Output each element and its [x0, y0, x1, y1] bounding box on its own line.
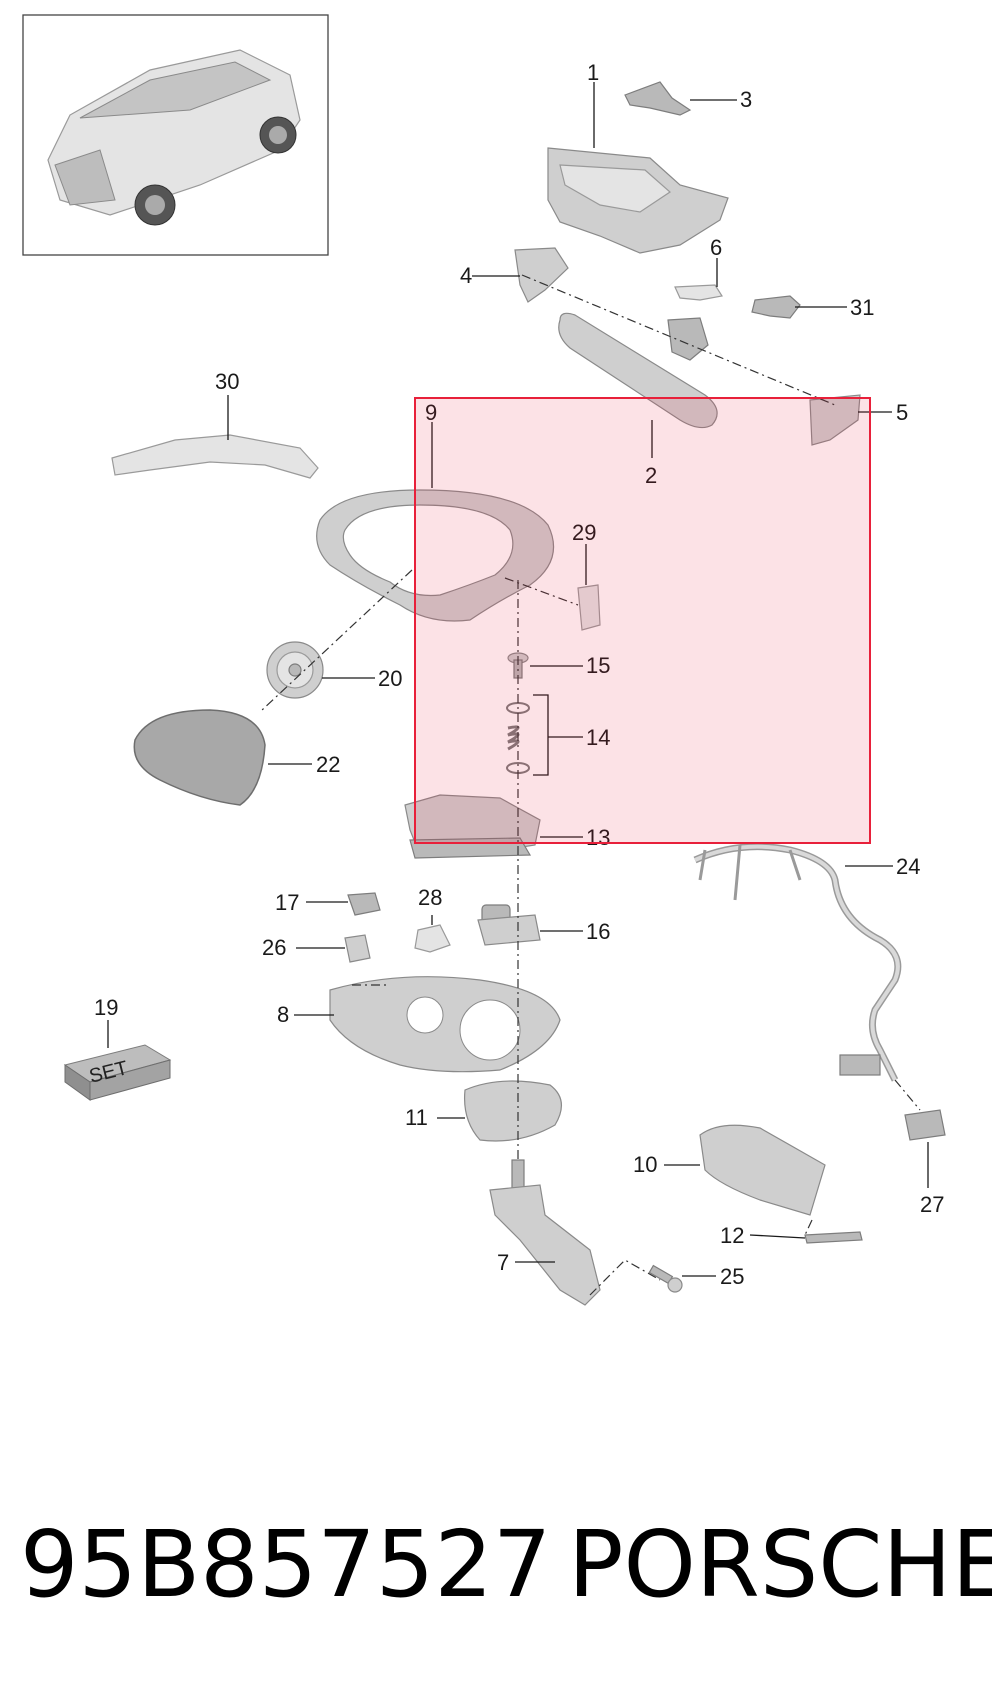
callout-22: 22: [316, 752, 340, 777]
part-2-mirror-strip: [558, 312, 718, 429]
callout-8: 8: [277, 1002, 289, 1027]
callout-6: 6: [710, 235, 722, 260]
part-24-wiring-harness: [693, 843, 902, 1082]
part-3-bracket: [624, 81, 692, 116]
part-7-mirror-base: [489, 1159, 601, 1306]
callout-30: 30: [215, 369, 239, 394]
part-29-clip: [577, 584, 601, 631]
part-9-mirror-frame: [316, 489, 555, 622]
part-5-cover: [809, 394, 861, 446]
part-10-cover: [699, 1124, 826, 1216]
part-12-strip: [804, 1231, 863, 1244]
callout-7: 7: [497, 1250, 509, 1275]
callout-11: 11: [405, 1105, 428, 1130]
callout-19: 19: [94, 995, 118, 1020]
callout-17: 17: [275, 890, 299, 915]
vehicle-thumbnail: [22, 14, 329, 256]
part-highlight-box: [414, 397, 871, 844]
part-19-set-box: SET: [63, 1044, 172, 1101]
part-28-cover: [414, 924, 451, 953]
part-26-clip: [344, 934, 371, 963]
part-27-connector: [904, 1109, 946, 1141]
callout-31: 31: [850, 295, 874, 320]
callout-3: 3: [740, 87, 752, 112]
callout-25: 25: [720, 1264, 744, 1289]
callout-4: 4: [460, 263, 472, 288]
callout-24: 24: [896, 854, 920, 879]
callout-5: 5: [896, 400, 908, 425]
part-4-clip: [514, 247, 569, 303]
assembly-lines: [261, 274, 921, 1296]
callout-16: 16: [586, 919, 610, 944]
part-6-connector: [674, 284, 723, 301]
callout-13: 13: [586, 825, 610, 850]
brand-text: PORSCHE: [568, 1511, 992, 1618]
callout-15: 15: [586, 653, 610, 678]
callout-12: 12: [720, 1223, 744, 1248]
part-16-fold-motor: [477, 904, 541, 946]
callout-10: 10: [633, 1152, 657, 1177]
part-31-bracket: [751, 295, 801, 319]
part-25-screw: [648, 1264, 683, 1293]
part-22-mirror-glass: [133, 709, 266, 806]
part-8-lower-housing: [329, 976, 561, 1073]
leader-lines: [107, 82, 929, 1277]
callout-27: 27: [920, 1192, 944, 1217]
part-17-lamp: [347, 892, 381, 916]
part-1-housing-cap: [547, 147, 729, 254]
callout-labels: 1 2 3 4 5 6 7 8 9 10 11 12 13 14 15 16 1…: [94, 60, 944, 1289]
part-30-trim-strip: [111, 434, 319, 479]
callout-9: 9: [425, 400, 437, 425]
callout-26: 26: [262, 935, 286, 960]
part-11-gasket: [463, 1080, 562, 1142]
callout-2: 2: [645, 463, 657, 488]
callout-1: 1: [587, 60, 599, 85]
part-20-adjustment-motor: [266, 641, 324, 699]
callout-28: 28: [418, 885, 442, 910]
callout-20: 20: [378, 666, 402, 691]
callout-14: 14: [586, 725, 610, 750]
part-number-text: 95B857527: [20, 1511, 552, 1618]
callout-29: 29: [572, 520, 596, 545]
